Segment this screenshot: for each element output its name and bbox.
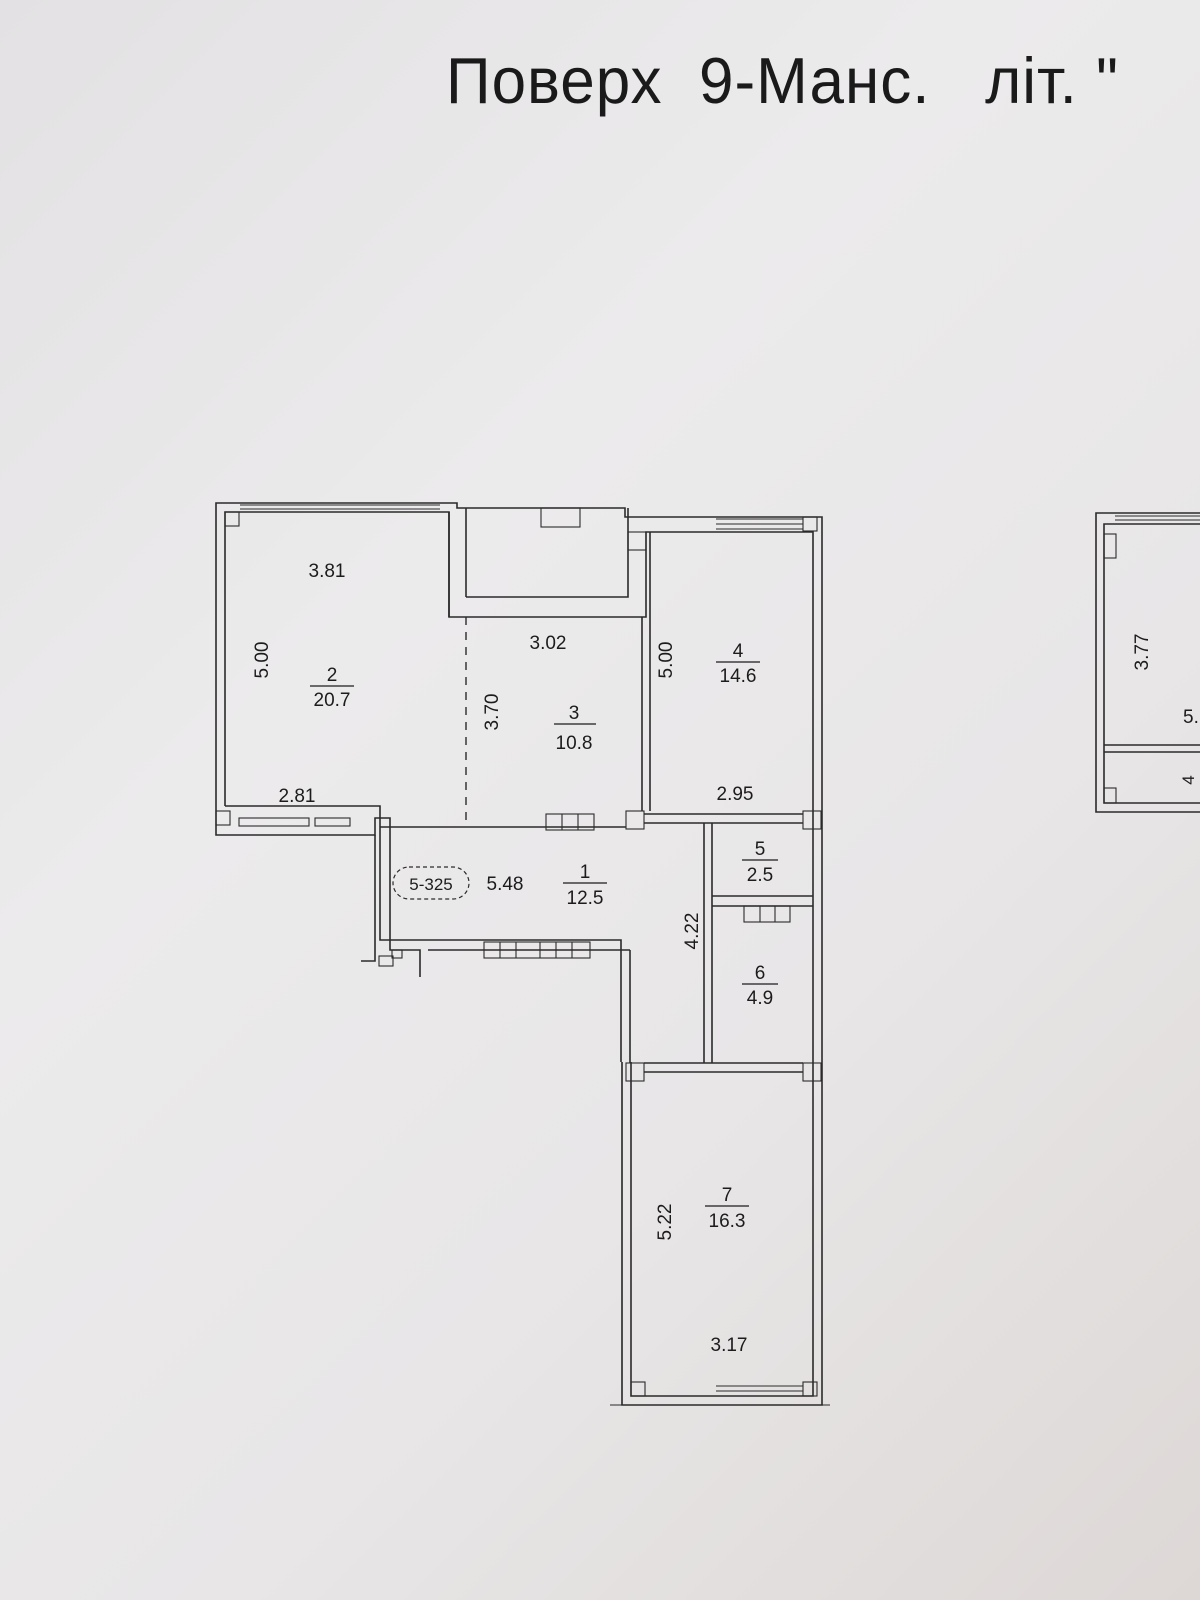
- apartment-id-oval: [392, 866, 470, 900]
- floor-title: Поверх 9-Манс. літ. ": [446, 45, 1120, 118]
- room4-height-label: 5.00: [656, 642, 677, 679]
- room3-height-label: 3.70: [482, 694, 503, 731]
- room6-area: 4.9: [747, 988, 773, 1009]
- room4-number: 4: [733, 641, 744, 662]
- room2-area: 20.7: [314, 690, 351, 711]
- neighbor-fragment-label-2: 4: [1179, 775, 1198, 784]
- neighbor-fragment-label: 5.: [1183, 707, 1199, 728]
- room2-width-label: 3.81: [309, 561, 346, 582]
- corridor-length-label: 5.48: [487, 874, 524, 895]
- room5-number: 5: [755, 839, 766, 860]
- room2-bottom-label: 2.81: [279, 786, 316, 807]
- room7-bottom-label: 3.17: [711, 1335, 748, 1356]
- room7-height-label: 5.22: [655, 1204, 676, 1241]
- room3-area: 10.8: [556, 733, 593, 754]
- room5-area: 2.5: [747, 865, 773, 886]
- room3-width-label: 3.02: [530, 633, 567, 654]
- room7-area: 16.3: [709, 1211, 746, 1232]
- room1-number: 1: [580, 862, 591, 883]
- room6-number: 6: [755, 963, 766, 984]
- plan-labels: 3.81 5.00 2 20.7 2.81 3.02 3.70 3 10.8 5…: [252, 561, 1199, 1356]
- room4-bottom-label: 2.95: [717, 784, 754, 805]
- room4-area: 14.6: [720, 666, 757, 687]
- room7-number: 7: [722, 1185, 733, 1206]
- interior-walls: [215, 532, 830, 1406]
- room1-area: 12.5: [567, 888, 604, 909]
- room3-number: 3: [569, 703, 580, 724]
- apartment-id: 5-325: [409, 875, 452, 894]
- hall-height-label: 4.22: [682, 913, 703, 950]
- neighbor-plan-fragment: [1095, 512, 1200, 813]
- outer-walls: [215, 502, 823, 1406]
- room2-height-label: 5.00: [252, 642, 273, 679]
- room2-number: 2: [327, 665, 338, 686]
- neighbor-height-label: 3.77: [1132, 634, 1153, 671]
